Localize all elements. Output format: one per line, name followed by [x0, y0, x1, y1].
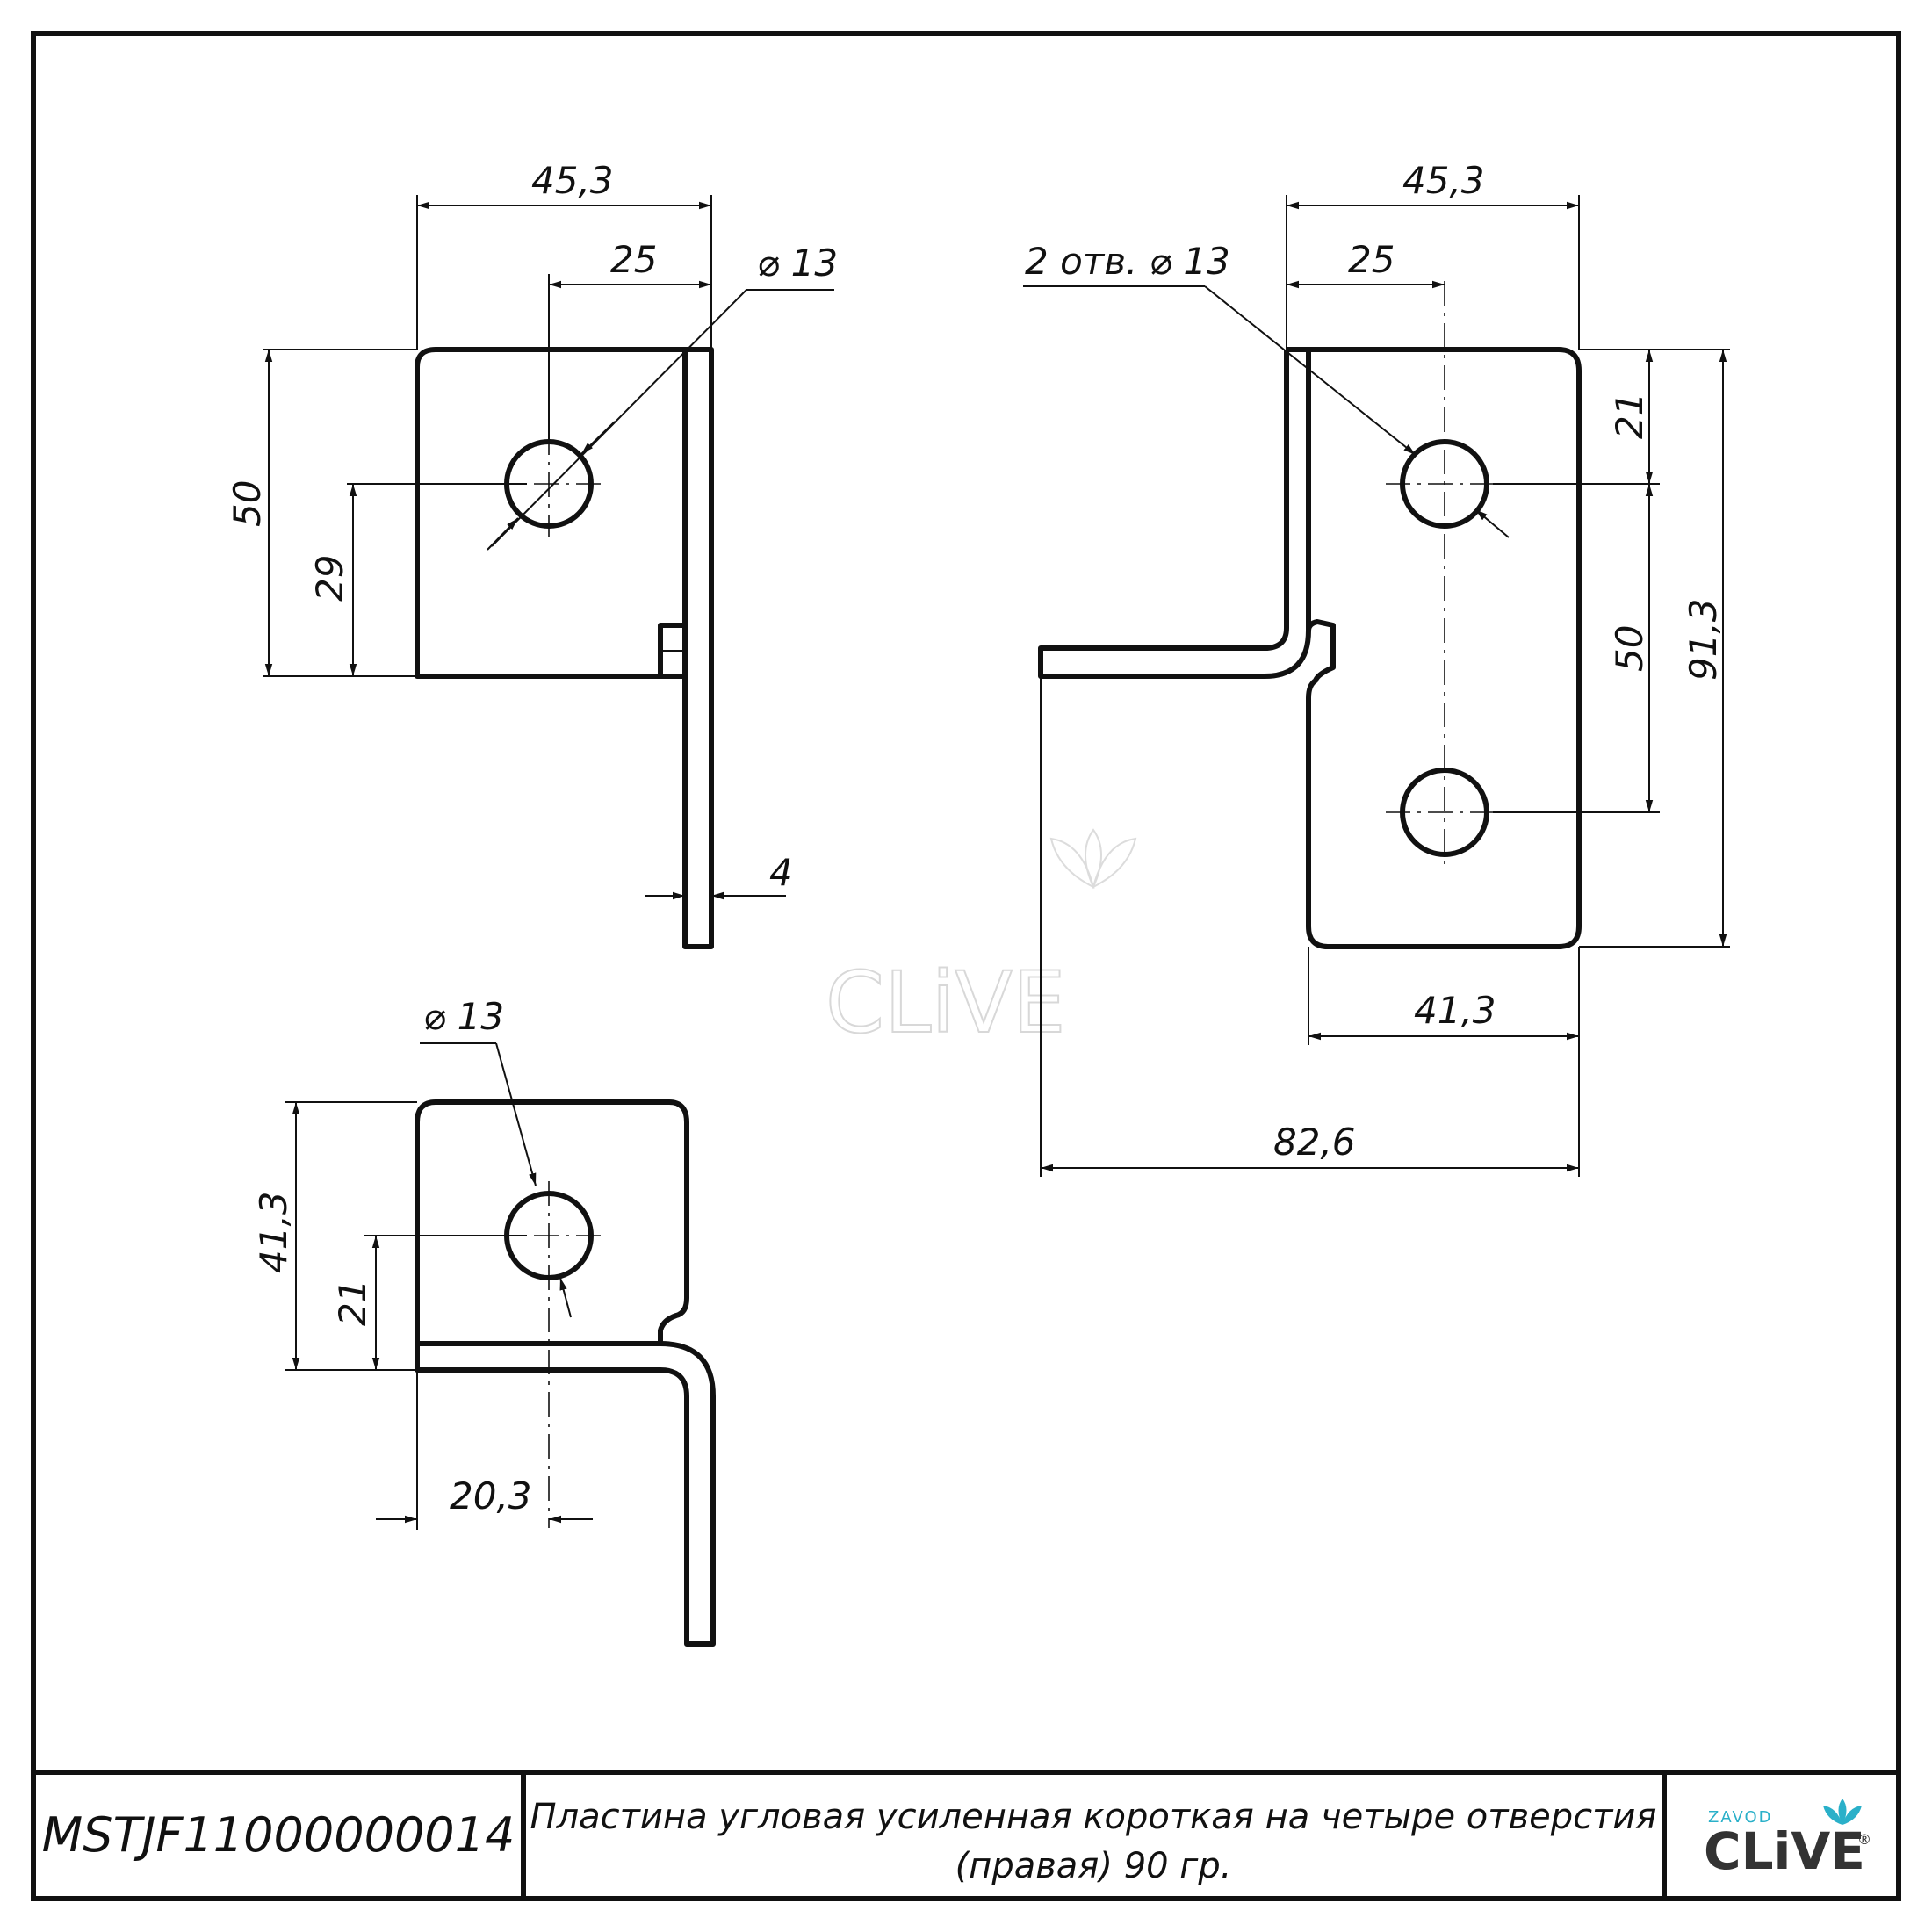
- watermark-text: CLiVE: [825, 954, 1066, 1052]
- dim-plate-width: 41,3: [1414, 989, 1496, 1032]
- logo-text: CLiVE: [1704, 1821, 1865, 1881]
- dim-total-height: 91,3: [1682, 598, 1725, 681]
- plate-outline: [415, 347, 688, 679]
- title-line-1: Пластина угловая усиленная короткая на ч…: [530, 1797, 1656, 1837]
- dim-hole-height: 21: [331, 1280, 374, 1326]
- plate-outline: [1287, 347, 1582, 949]
- company-logo: ZAVOD CLiVE ®: [1704, 1799, 1871, 1881]
- title-line-2: (правая) 90 гр.: [955, 1846, 1232, 1886]
- bent-flange-outline: [1038, 350, 1311, 679]
- dim-hole-diameter: ⌀ 13: [757, 242, 838, 285]
- dim-hole-offset: 25: [610, 238, 657, 281]
- bent-flange-outline: [415, 1341, 716, 1647]
- sheet-frame: [31, 31, 1901, 1901]
- dim-hole-height: 29: [308, 555, 351, 602]
- leaf-icon: [1823, 1799, 1862, 1825]
- dim-hole-offset: 20,3: [450, 1474, 532, 1517]
- dim-top-hole: 21: [1608, 393, 1651, 439]
- registered-mark: ®: [1857, 1831, 1871, 1848]
- logo-small-text: ZAVOD: [1708, 1808, 1773, 1827]
- dim-width: 45,3: [531, 159, 614, 202]
- dim-holes-note: 2 отв. ⌀ 13: [1025, 240, 1230, 283]
- title-block: MSTJF11000000014 Пластина угловая усилен…: [33, 1770, 1899, 1899]
- dim-hole-diameter: ⌀ 13: [423, 995, 504, 1038]
- view-side: 45,3 25 2 отв. ⌀ 13 21 50 91,3 41,3 82,6: [1023, 159, 1730, 1177]
- watermark: CLiVE: [825, 828, 1137, 1053]
- dim-width: 45,3: [1402, 159, 1485, 202]
- flange-outline: [682, 347, 714, 949]
- dim-height: 50: [226, 480, 269, 527]
- dim-hole-spacing: 50: [1608, 625, 1651, 672]
- dim-overall-width: 82,6: [1273, 1121, 1356, 1164]
- view-top: ⌀ 13 41,3 21 20,3: [252, 995, 716, 1647]
- dim-hole-offset: 25: [1348, 238, 1395, 281]
- view-front: 45,3 25 ⌀ 13 50 29 4: [226, 159, 838, 949]
- plate-outline: [415, 1099, 689, 1346]
- dim-height: 41,3: [252, 1191, 295, 1273]
- part-code: MSTJF11000000014: [42, 1807, 515, 1863]
- dim-thickness: 4: [769, 851, 793, 894]
